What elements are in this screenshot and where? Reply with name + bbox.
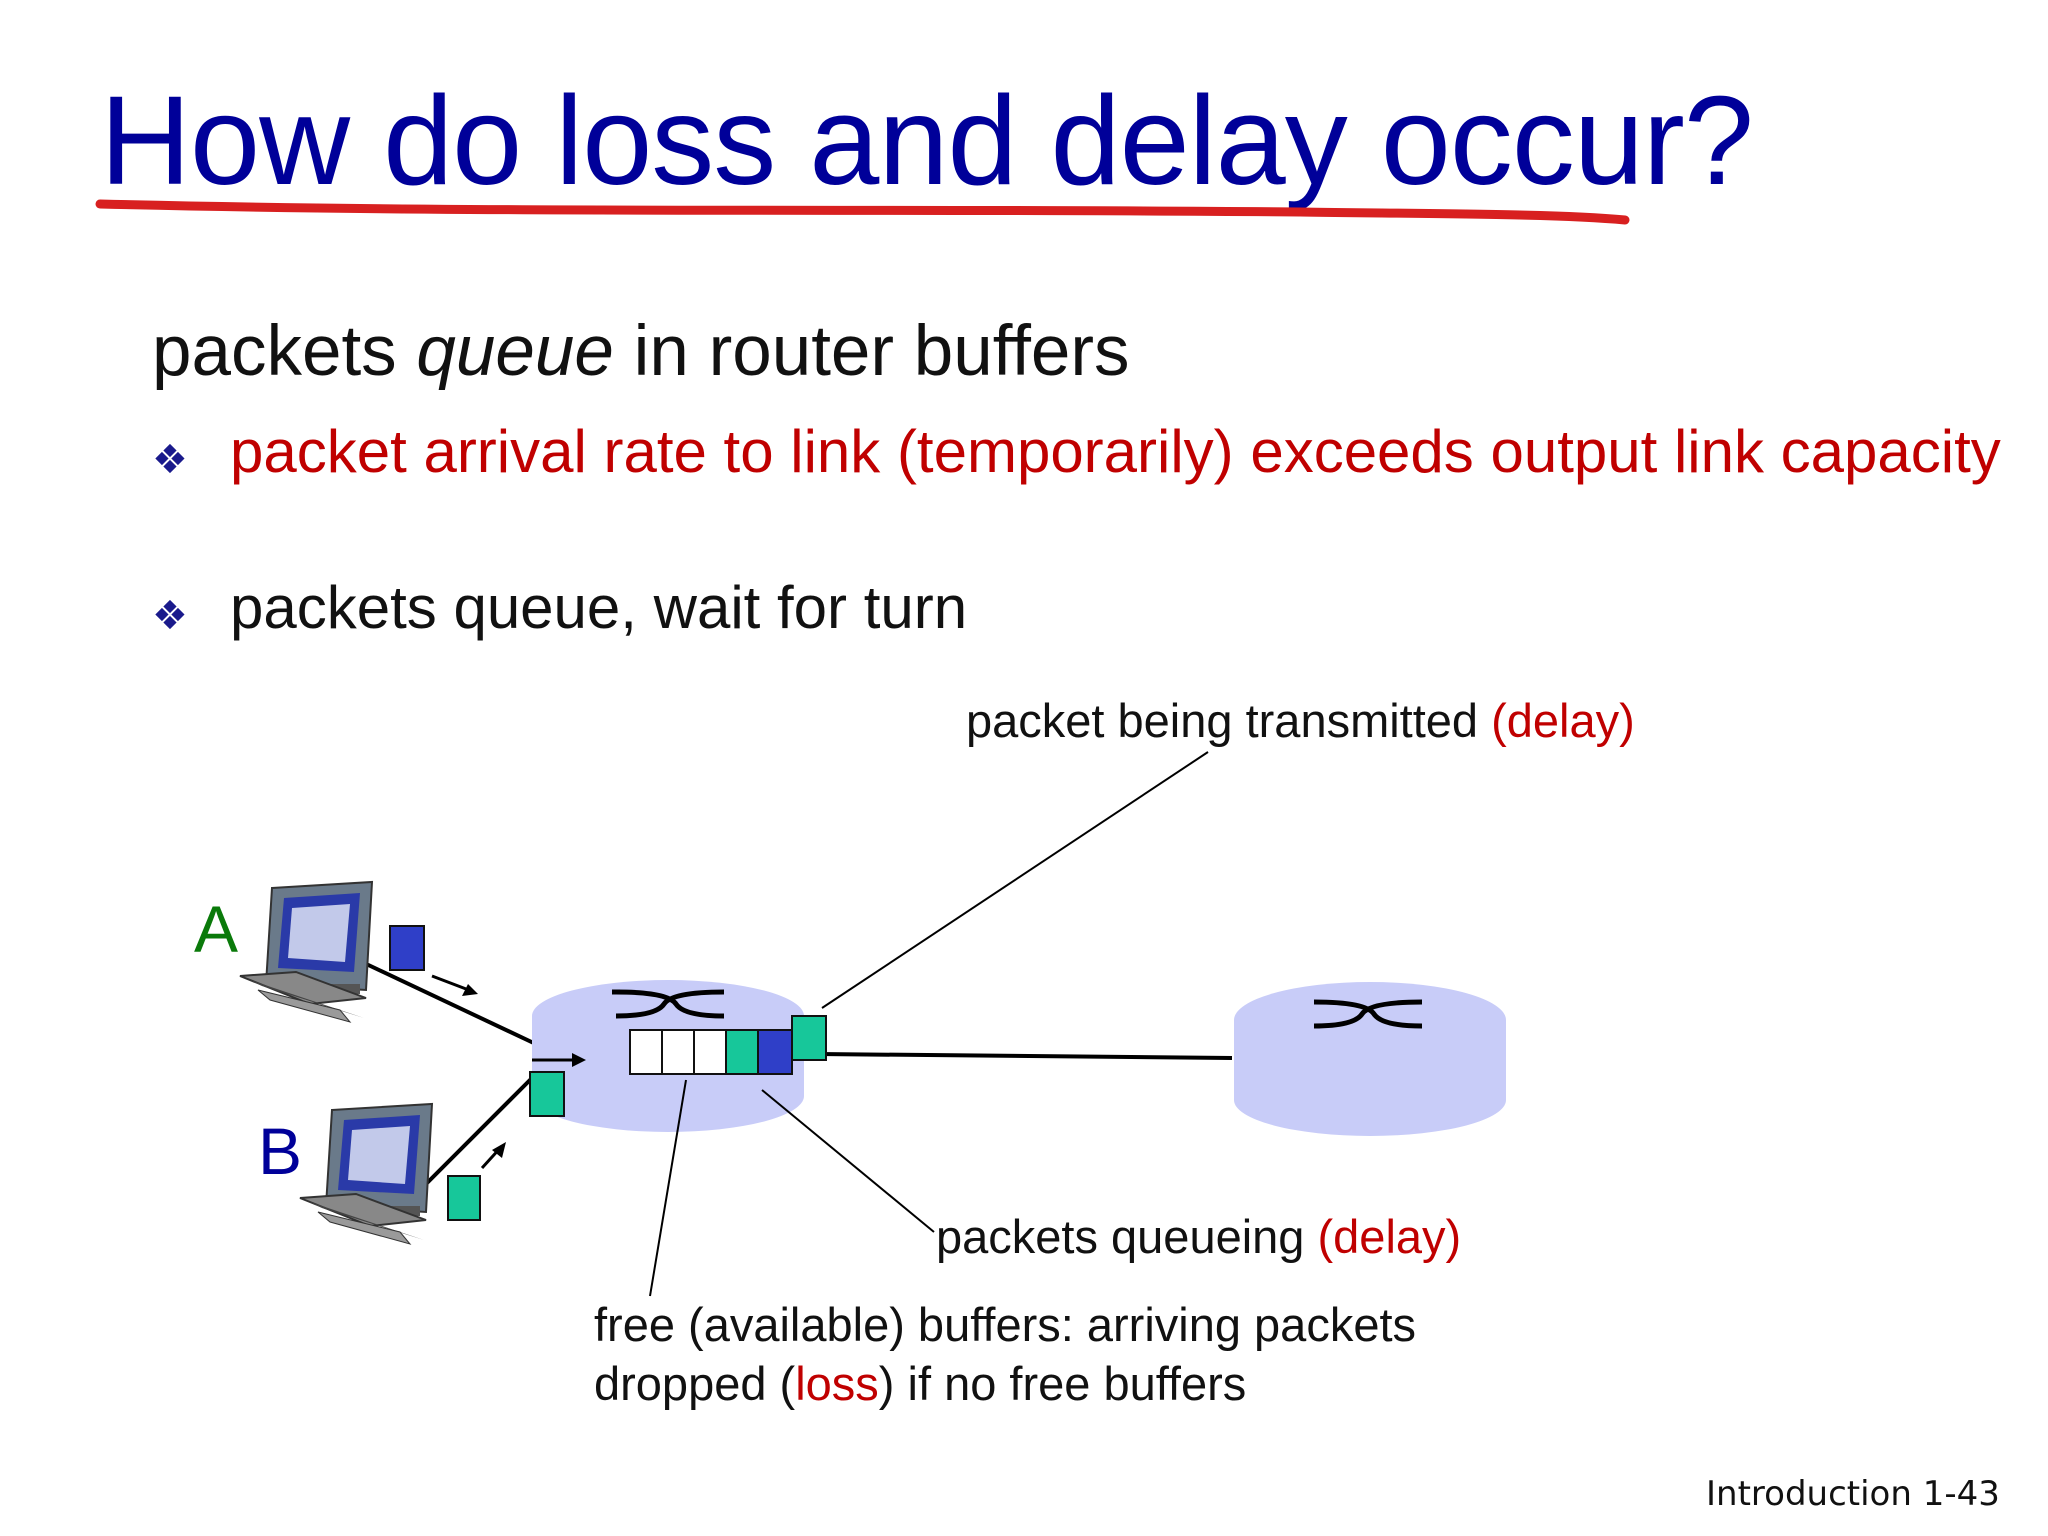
queued-packet — [757, 1029, 793, 1075]
router-right-icon — [1234, 982, 1506, 1136]
callout-line-transmitted — [821, 751, 1209, 1009]
host-b-computer-icon — [299, 1102, 434, 1245]
packet-arriving — [529, 1071, 565, 1117]
link-b-router — [410, 1076, 534, 1200]
link-a-router — [361, 960, 541, 1048]
router-buffer-queue — [629, 1029, 793, 1075]
bullet-text: packets queue, wait for turn — [230, 574, 968, 641]
host-b-label: B — [258, 1114, 303, 1188]
bullet-diamond-icon: ❖ — [152, 594, 188, 638]
callout-free-buffers: free (available) buffers: arriving packe… — [594, 1298, 1417, 1410]
bullet-diamond-icon: ❖ — [152, 438, 188, 482]
free-buffer — [661, 1029, 695, 1075]
arrow-a-icon — [462, 984, 478, 996]
arrow-in-icon — [572, 1053, 586, 1067]
host-a-computer-icon — [239, 880, 374, 1023]
packet-transmitting — [791, 1015, 827, 1061]
host-a-label: A — [194, 892, 239, 966]
page-title: How do loss and delay occur? — [100, 70, 1754, 211]
queued-packet — [725, 1029, 759, 1075]
free-buffer — [629, 1029, 663, 1075]
packet-from-a — [389, 925, 425, 971]
free-buffer — [693, 1029, 727, 1075]
arrow-b-icon — [492, 1142, 506, 1158]
bullet-text: packet arrival rate to link (temporarily… — [230, 418, 2001, 485]
output-link — [817, 1052, 1233, 1060]
subheading: packets queue in router buffers — [152, 312, 1130, 391]
title-underline — [95, 199, 1630, 225]
packet-from-b — [447, 1175, 481, 1221]
callout-line-queueing — [761, 1089, 935, 1233]
slide-footer: Introduction 1-43 — [1706, 1474, 2000, 1514]
callout-line-free — [649, 1079, 687, 1297]
callout-queueing: packets queueing (delay) — [936, 1210, 1462, 1263]
callout-transmitted: packet being transmitted (delay) — [966, 694, 1635, 747]
